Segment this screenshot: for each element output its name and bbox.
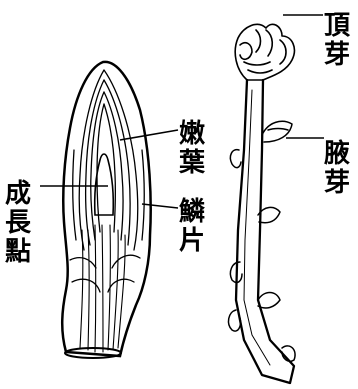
leader-lines (40, 15, 324, 208)
terminal-bud-drawing (235, 24, 294, 80)
vascular-strands (80, 225, 125, 352)
leader-bud-scales (142, 204, 178, 208)
twig-drawing (229, 24, 296, 383)
label-bud-scales: 鱗片 (177, 198, 207, 256)
twig-stem (236, 80, 294, 383)
label-axillary-bud: 腋芽 (322, 140, 352, 198)
bud-section-drawing (62, 62, 150, 358)
bud-scale-lines (70, 70, 144, 292)
label-terminal-bud: 頂芽 (322, 12, 352, 70)
label-growing-point: 成長點 (3, 180, 33, 267)
label-young-leaves: 嫩葉 (177, 120, 207, 178)
